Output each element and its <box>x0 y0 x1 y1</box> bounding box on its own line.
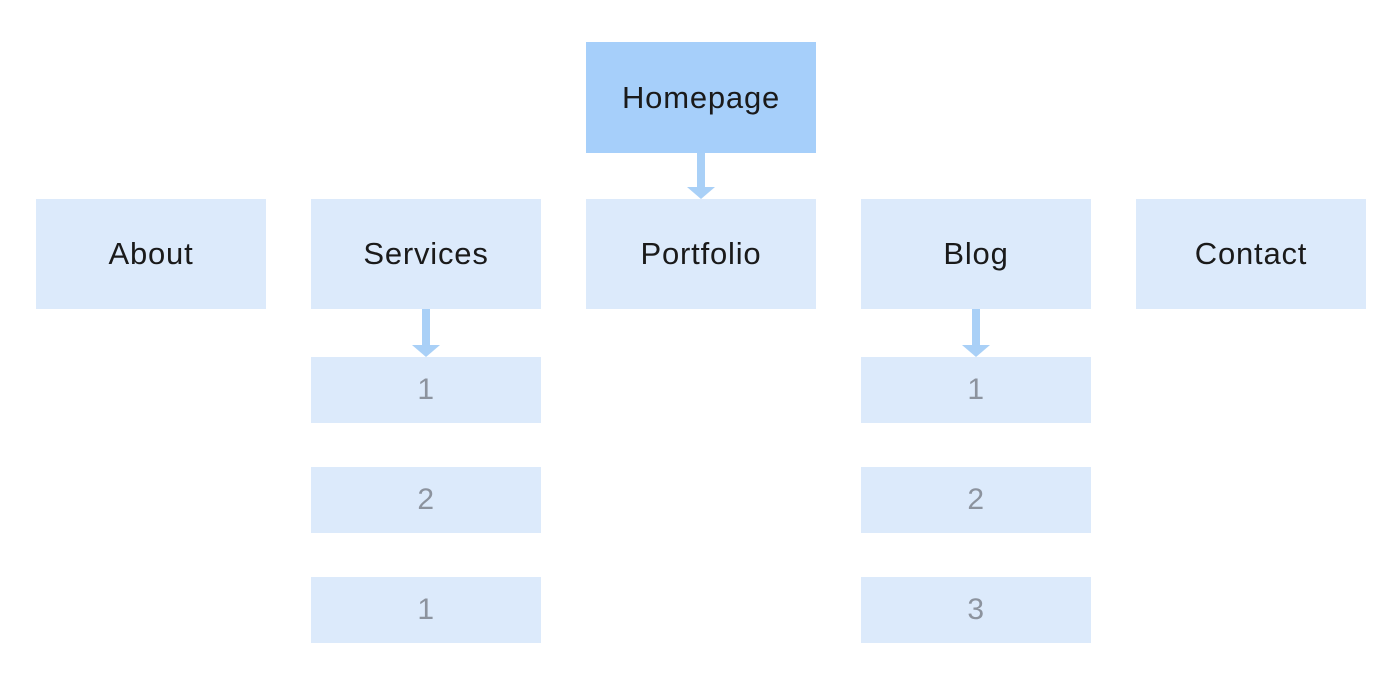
node-blog: Blog <box>861 199 1091 309</box>
node-services-child-1-label: 1 <box>417 373 435 406</box>
node-services: Services <box>311 199 541 309</box>
node-blog-child-2: 2 <box>861 467 1091 533</box>
down-arrow-head <box>687 187 715 199</box>
node-services-child-2-label: 2 <box>417 483 435 516</box>
node-services-child-3: 1 <box>311 577 541 643</box>
node-services-child-1: 1 <box>311 357 541 423</box>
node-blog-child-1-label: 1 <box>967 373 985 406</box>
node-homepage: Homepage <box>586 42 816 153</box>
down-arrow-stem <box>422 309 430 345</box>
node-homepage-label: Homepage <box>621 79 781 115</box>
node-blog-child-1: 1 <box>861 357 1091 423</box>
node-blog-label: Blog <box>943 236 1009 271</box>
down-arrow-homepage-to-portfolio <box>687 153 715 199</box>
down-arrow-stem <box>972 309 980 345</box>
node-services-label: Services <box>363 236 489 271</box>
node-about: About <box>36 199 266 309</box>
node-blog-child-3: 3 <box>861 577 1091 643</box>
node-blog-child-3-label: 3 <box>967 593 985 626</box>
node-blog-child-2-label: 2 <box>967 483 985 516</box>
down-arrow-stem <box>697 153 705 187</box>
node-services-child-2: 2 <box>311 467 541 533</box>
node-about-label: About <box>108 236 194 271</box>
node-services-child-3-label: 1 <box>417 593 435 626</box>
down-arrow-head <box>962 345 990 357</box>
down-arrow-head <box>412 345 440 357</box>
node-portfolio: Portfolio <box>586 199 816 309</box>
down-arrow-services-to-child <box>412 309 440 357</box>
node-portfolio-label: Portfolio <box>640 236 762 271</box>
down-arrow-blog-to-child <box>962 309 990 357</box>
node-contact-label: Contact <box>1194 236 1308 271</box>
node-contact: Contact <box>1136 199 1366 309</box>
